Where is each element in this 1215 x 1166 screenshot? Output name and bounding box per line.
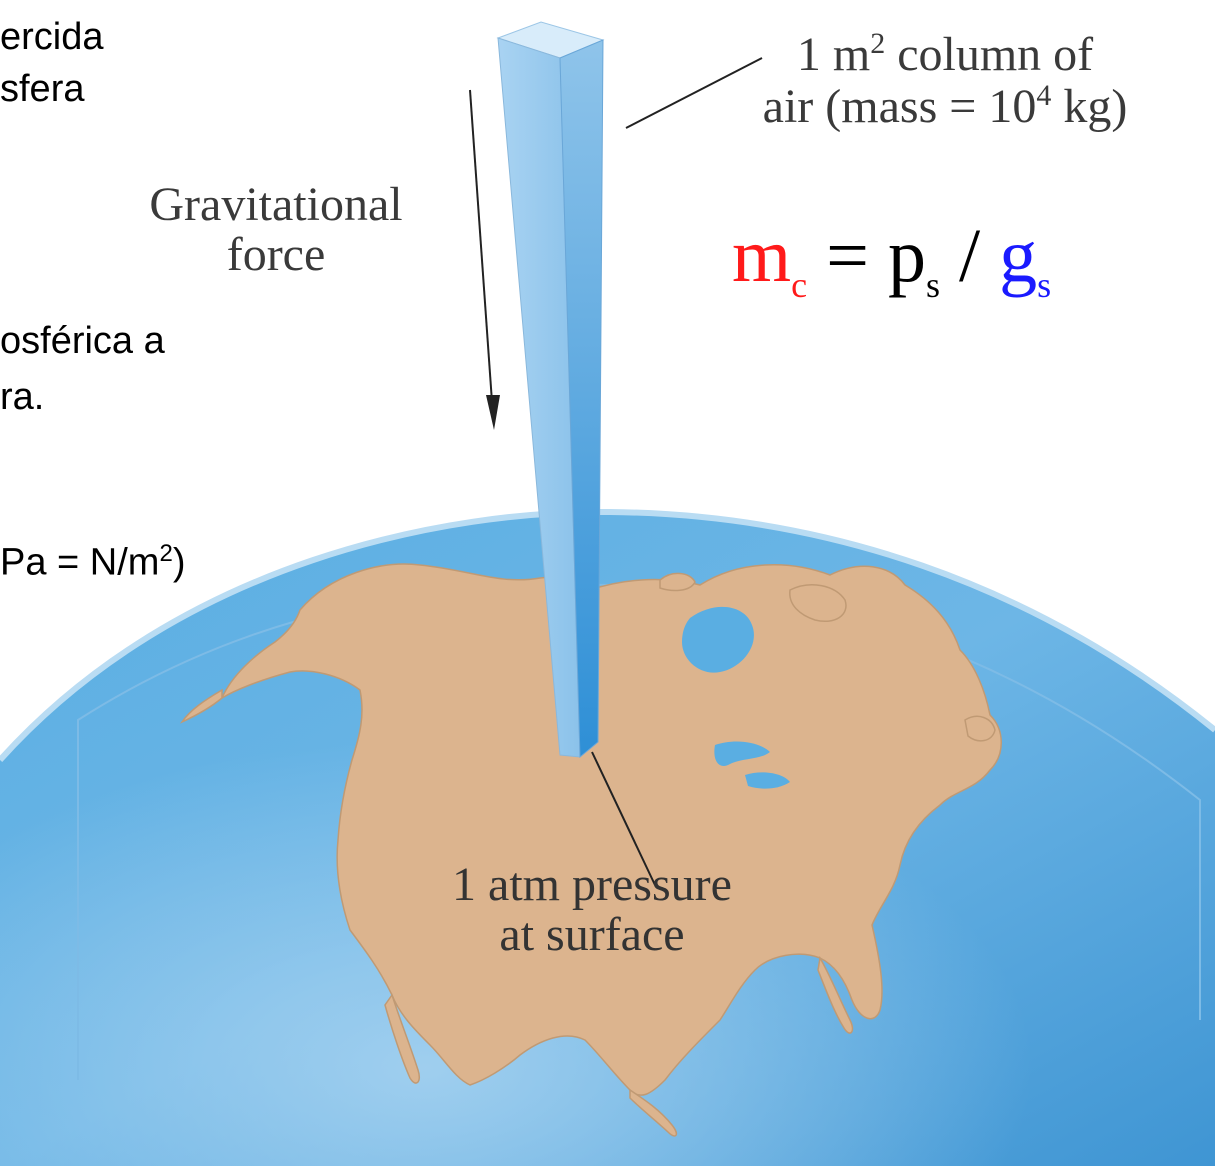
unit-close-paren: ): [172, 541, 186, 584]
slide-text-line: osférica a: [0, 320, 165, 362]
air-column-label: 1 m2 column of air (mass = 104 kg): [690, 28, 1200, 132]
gravitational-label-line: Gravitational: [149, 178, 403, 231]
central-america-land: [629, 1088, 678, 1137]
surface-label-line: at surface: [499, 907, 685, 961]
column-mass-formula: mc = ps / gs: [732, 218, 1051, 303]
column-label-exponent: 4: [1036, 78, 1052, 112]
florida-land: [817, 955, 854, 1034]
atmosphere-rim: [0, 508, 1215, 763]
air-column: [496, 21, 605, 759]
column-label-line: air (mass = 104 kg): [690, 80, 1200, 132]
north-america-land: [220, 563, 1002, 1096]
slide-text-line: ra.: [0, 376, 45, 418]
formula-gravity-symbol: gs: [999, 214, 1052, 306]
air-column-side: [559, 39, 604, 759]
formula-divide: /: [940, 214, 1000, 298]
surface-label-line: 1 atm pressure: [452, 858, 732, 911]
arctic-island: [789, 584, 847, 622]
hudson-bay: [682, 606, 754, 673]
slide-text-line: sfera: [0, 68, 85, 110]
slide-text-unit-line: Pa = N/m2): [0, 542, 185, 582]
column-leader-line: [625, 57, 763, 129]
formula-equals: =: [807, 214, 888, 298]
gravitational-label-line: force: [226, 227, 326, 281]
great-lakes-2: [745, 772, 790, 789]
unit-exponent: 2: [159, 540, 173, 567]
surface-pressure-label: 1 atm pressure at surface: [372, 860, 812, 960]
unit-text: Pa = N/m: [0, 541, 160, 584]
gravitational-force-label: Gravitational force: [96, 180, 456, 280]
alaska-land: [179, 688, 223, 724]
arctic-island-2: [659, 572, 696, 592]
column-label-exponent: 2: [870, 27, 886, 60]
column-label-line: 1 m2 column of: [690, 28, 1200, 80]
baja-land: [384, 993, 421, 1084]
column-label-text: 1 m: [796, 28, 871, 81]
column-label-text: kg): [1051, 79, 1128, 133]
formula-mass-symbol: mc: [732, 214, 808, 306]
formula-pressure-symbol: ps: [887, 214, 940, 306]
slide-text-line: ercida: [0, 16, 104, 58]
surface-leader-line: [591, 751, 656, 886]
column-label-text: column of: [885, 28, 1094, 81]
gravity-arrow: [469, 89, 500, 430]
great-lakes: [714, 741, 770, 766]
column-label-text: air (mass = 10: [762, 79, 1037, 133]
newfoundland: [964, 715, 996, 742]
